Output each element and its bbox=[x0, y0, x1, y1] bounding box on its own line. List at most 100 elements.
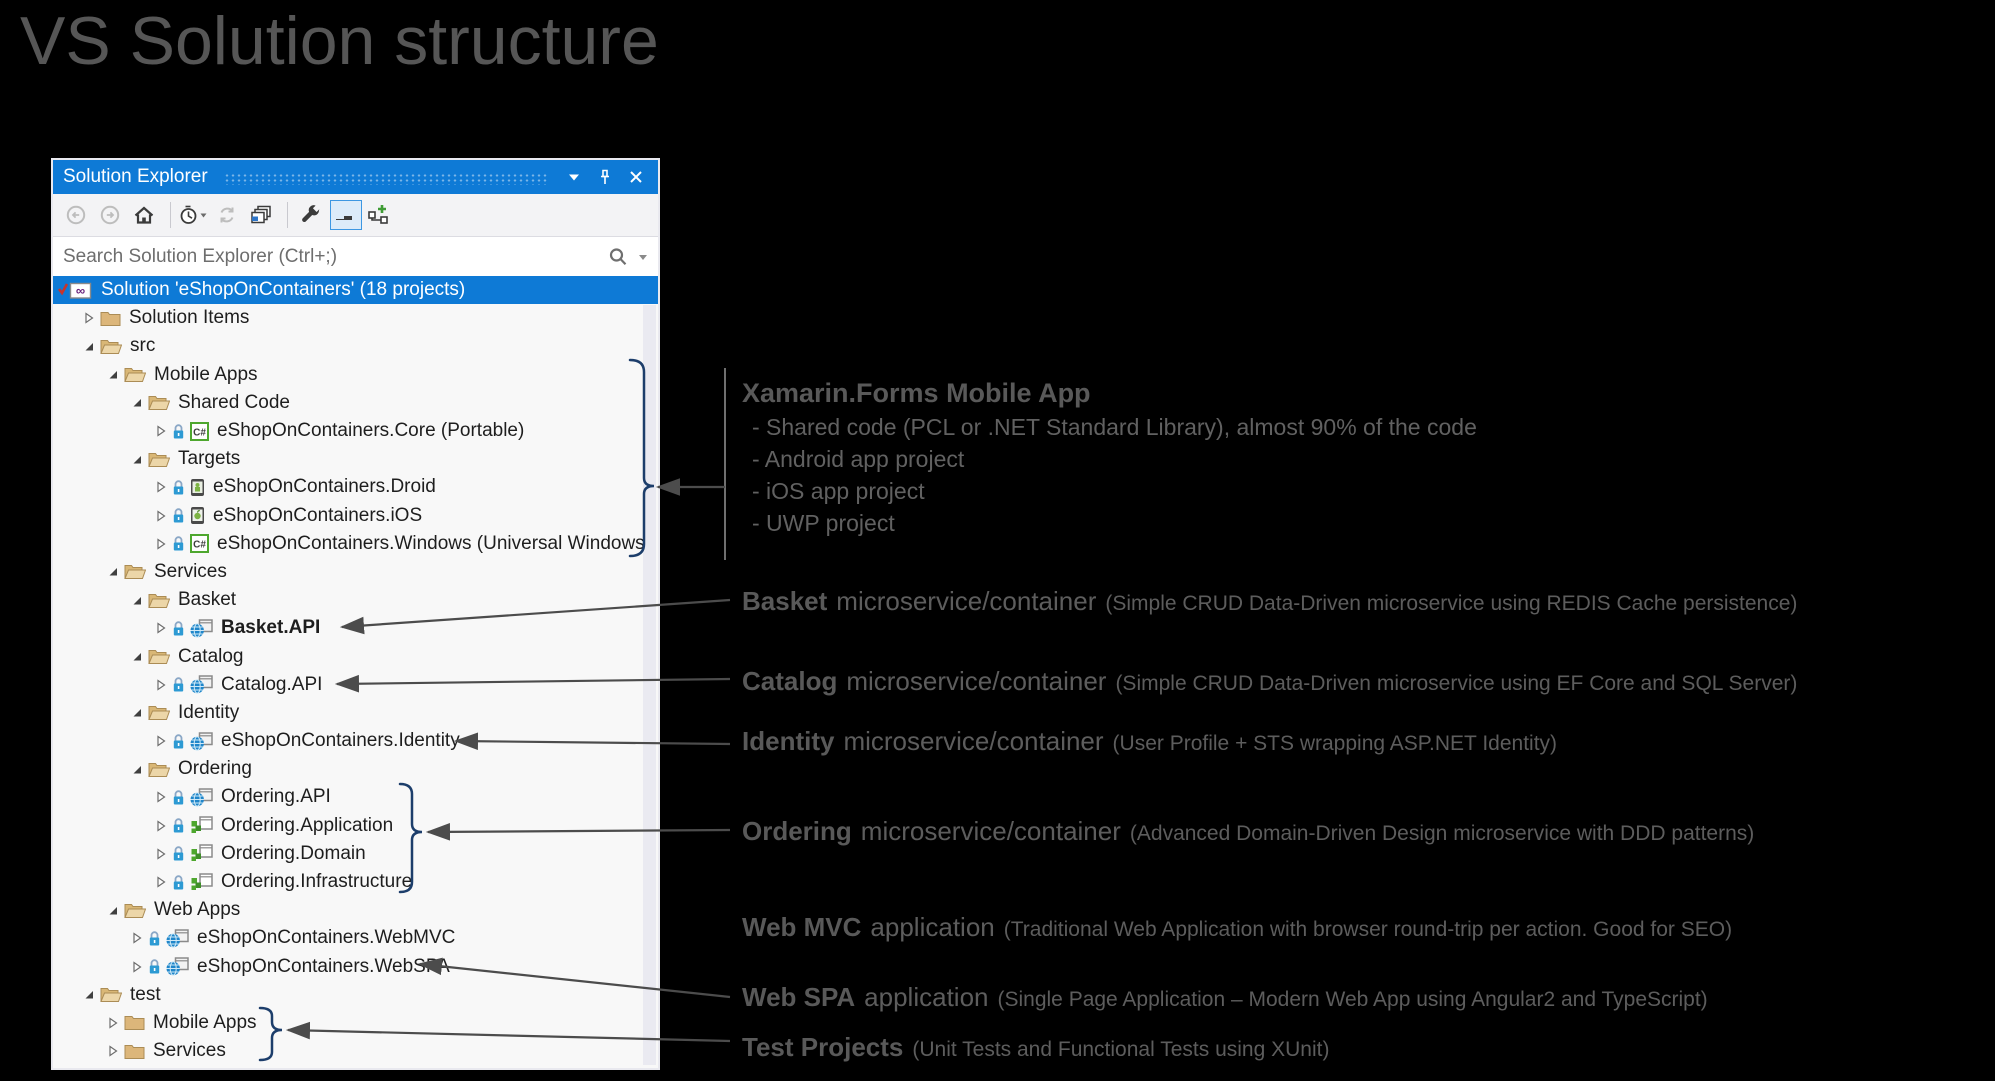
tree-row-ordering-application[interactable]: Ordering.Application bbox=[53, 812, 658, 840]
tree-row-ordering-domain[interactable]: Ordering.Domain bbox=[53, 840, 658, 868]
close-button[interactable] bbox=[626, 165, 650, 189]
lock-icon bbox=[172, 620, 185, 637]
tree-row-web-apps[interactable]: Web Apps bbox=[53, 896, 658, 924]
search-caret-icon[interactable] bbox=[638, 253, 648, 261]
preview-selected-items-button[interactable] bbox=[330, 200, 362, 230]
folder-closed-icon bbox=[124, 1043, 145, 1060]
expander-collapsed-icon[interactable] bbox=[129, 960, 144, 973]
tree-row-shared-code[interactable]: Shared Code bbox=[53, 389, 658, 417]
tree-row-ordering-infrastructure[interactable]: Ordering.Infrastructure bbox=[53, 868, 658, 896]
tree-item-label: eShopOnContainers.Core (Portable) bbox=[217, 420, 525, 442]
folder-closed-icon bbox=[124, 1014, 145, 1031]
vertical-scrollbar[interactable] bbox=[643, 305, 656, 1065]
tree-row-eshoponcontainers-core-portable[interactable]: C#eShopOnContainers.Core (Portable) bbox=[53, 417, 658, 445]
expander-collapsed-icon[interactable] bbox=[105, 1045, 120, 1057]
tree-row-basket-api[interactable]: Basket.API bbox=[53, 614, 658, 642]
solution-explorer-titlebar[interactable]: Solution Explorer bbox=[53, 160, 658, 194]
search-input[interactable] bbox=[53, 245, 607, 269]
expander-expanded-icon[interactable] bbox=[129, 454, 144, 465]
tree-row-test[interactable]: test bbox=[53, 981, 658, 1009]
lock-icon bbox=[172, 845, 185, 862]
expander-collapsed-icon[interactable] bbox=[153, 820, 168, 832]
expander-collapsed-icon[interactable] bbox=[105, 1017, 120, 1029]
tree-row-ordering-api[interactable]: Ordering.API bbox=[53, 783, 658, 811]
home-button[interactable] bbox=[130, 200, 162, 230]
annotation-description: (Unit Tests and Functional Tests using X… bbox=[912, 1038, 1330, 1061]
tree-row-src[interactable]: src bbox=[53, 332, 658, 360]
sync-with-active-document-button[interactable] bbox=[364, 200, 396, 230]
tree-row-ordering[interactable]: Ordering bbox=[53, 755, 658, 783]
tree-row-services[interactable]: Services bbox=[53, 1037, 658, 1065]
tree-row-identity[interactable]: Identity bbox=[53, 699, 658, 727]
collapse-all-button[interactable] bbox=[247, 200, 279, 230]
tree-row-mobile-apps[interactable]: Mobile Apps bbox=[53, 1009, 658, 1037]
back-icon bbox=[65, 204, 87, 226]
tree-row-solution-eshoponcontainers-18-projects[interactable]: ∞Solution 'eShopOnContainers' (18 projec… bbox=[53, 276, 658, 305]
tree-row-eshoponcontainers-windows-universal-windows[interactable]: C#eShopOnContainers.Windows (Universal W… bbox=[53, 530, 658, 558]
expander-expanded-icon[interactable] bbox=[105, 566, 120, 577]
annotation-description: (Traditional Web Application with browse… bbox=[1003, 918, 1733, 941]
annotation-xamarin-forms-mobile-app: Xamarin.Forms Mobile App- Shared code (P… bbox=[742, 378, 1477, 537]
expander-collapsed-icon[interactable] bbox=[153, 509, 168, 522]
pin-icon bbox=[598, 169, 612, 186]
expander-collapsed-icon[interactable] bbox=[153, 481, 168, 494]
search-icon[interactable] bbox=[607, 246, 629, 268]
expander-collapsed-icon[interactable] bbox=[153, 848, 168, 860]
annotation-description: (Simple CRUD Data-Driven microservice us… bbox=[1115, 672, 1798, 695]
expander-collapsed-icon[interactable] bbox=[153, 791, 168, 804]
expander-collapsed-icon[interactable] bbox=[153, 876, 168, 888]
annotation-type: microservice/container bbox=[846, 666, 1107, 696]
properties-button[interactable] bbox=[296, 200, 328, 230]
tree-row-eshoponcontainers-webspa[interactable]: eShopOnContainers.WebSPA bbox=[53, 953, 658, 981]
expander-expanded-icon[interactable] bbox=[129, 707, 144, 718]
tree-item-label: eShopOnContainers.WebSPA bbox=[197, 955, 450, 977]
tree-item-label: Basket.API bbox=[221, 617, 321, 639]
expander-expanded-icon[interactable] bbox=[81, 341, 96, 352]
expander-collapsed-icon[interactable] bbox=[153, 735, 168, 747]
tree-row-eshoponcontainers-webmvc[interactable]: eShopOnContainers.WebMVC bbox=[53, 924, 658, 952]
expander-collapsed-icon[interactable] bbox=[153, 538, 168, 550]
web-icon bbox=[166, 957, 189, 976]
tree-row-mobile-apps[interactable]: Mobile Apps bbox=[53, 361, 658, 389]
tree-item-label: eShopOnContainers.Droid bbox=[213, 476, 436, 498]
web-icon bbox=[190, 731, 213, 751]
expander-collapsed-icon[interactable] bbox=[129, 932, 144, 945]
tree-row-basket[interactable]: Basket bbox=[53, 586, 658, 614]
expander-collapsed-icon[interactable] bbox=[153, 679, 168, 691]
tree-row-catalog-api[interactable]: Catalog.API bbox=[53, 671, 658, 699]
folder-open-icon bbox=[148, 761, 170, 778]
tree-row-solution-items[interactable]: Solution Items bbox=[53, 304, 658, 332]
tree-row-catalog[interactable]: Catalog bbox=[53, 642, 658, 670]
expander-collapsed-icon[interactable] bbox=[153, 622, 168, 634]
back-button[interactable] bbox=[62, 200, 94, 230]
expander-expanded-icon[interactable] bbox=[129, 651, 144, 662]
tree-row-eshoponcontainers-ios[interactable]: eShopOnContainers.iOS bbox=[53, 502, 658, 530]
pin-button[interactable] bbox=[595, 165, 619, 189]
tree-item-label: eShopOnContainers.Windows (Universal Win… bbox=[217, 532, 652, 554]
tree-item-label: Ordering.Application bbox=[221, 814, 394, 836]
expander-expanded-icon[interactable] bbox=[105, 905, 120, 916]
tree-row-eshoponcontainers-identity[interactable]: eShopOnContainers.Identity bbox=[53, 727, 658, 755]
expander-expanded-icon[interactable] bbox=[129, 595, 144, 606]
tree-row-targets[interactable]: Targets bbox=[53, 445, 658, 473]
expander-collapsed-icon[interactable] bbox=[81, 312, 96, 324]
tree-row-eshoponcontainers-droid[interactable]: eShopOnContainers.Droid bbox=[53, 473, 658, 501]
expander-expanded-icon[interactable] bbox=[129, 397, 144, 408]
expander-expanded-icon[interactable] bbox=[129, 764, 144, 775]
expander-expanded-icon[interactable] bbox=[81, 989, 96, 1000]
classlib-icon bbox=[190, 816, 213, 835]
expander-collapsed-icon[interactable] bbox=[153, 425, 168, 437]
tree-row-services[interactable]: Services bbox=[53, 558, 658, 586]
forward-button[interactable] bbox=[96, 200, 128, 230]
folder-open-icon bbox=[148, 394, 170, 411]
expander-expanded-icon[interactable] bbox=[105, 369, 120, 380]
annotation-term: Test Projects bbox=[742, 1032, 904, 1062]
pending-changes-filter-button[interactable] bbox=[179, 200, 211, 230]
refresh-button[interactable] bbox=[213, 200, 245, 230]
annotation-term: Identity bbox=[742, 726, 835, 756]
window-position-button[interactable] bbox=[564, 165, 588, 189]
